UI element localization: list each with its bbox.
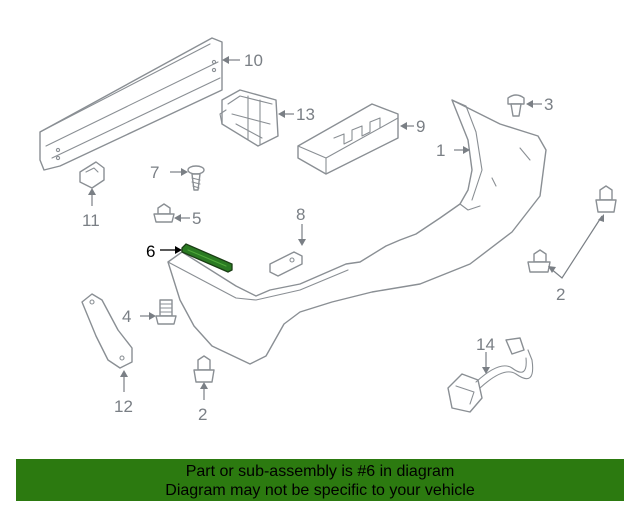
callout-4: 4 (122, 307, 131, 326)
callout-9: 9 (416, 117, 425, 136)
wiring-harness-part (447, 337, 534, 413)
clip-part-5 (153, 203, 175, 223)
callout-8: 8 (296, 205, 305, 224)
highlighted-spacer-part-6 (181, 243, 233, 273)
clip-part-2-lower (193, 355, 215, 383)
push-clip-part (507, 94, 525, 117)
callout-3: 3 (544, 95, 553, 114)
banner-line-1: Part or sub-assembly is #6 in diagram (185, 463, 455, 480)
energy-absorber-bracket-part (219, 89, 279, 147)
callout-10: 10 (244, 51, 263, 70)
callout-12: 12 (114, 397, 133, 416)
screw-part (187, 165, 205, 191)
callout-5: 5 (192, 209, 201, 228)
bracket-part-8 (269, 251, 303, 277)
callout-14: 14 (476, 335, 495, 354)
part-info-banner: Part or sub-assembly is #6 in diagram Di… (16, 459, 624, 501)
callout-7: 7 (150, 163, 159, 182)
bolt-part (155, 299, 177, 325)
clip-part-2-right (527, 185, 617, 273)
side-bracket-part (81, 293, 133, 369)
callout-2-lower: 2 (198, 405, 207, 424)
callout-11: 11 (82, 211, 100, 230)
clip-nut-part (79, 161, 105, 189)
banner-line-2: Diagram may not be specific to your vehi… (165, 482, 475, 499)
foam-absorber-part (297, 103, 399, 175)
callout-2-right: 2 (556, 285, 565, 304)
bumper-cover-part (167, 99, 547, 365)
callout-1: 1 (436, 141, 445, 160)
reinforcement-bar-part (39, 37, 223, 171)
callout-6: 6 (146, 242, 155, 261)
callout-13: 13 (296, 105, 315, 124)
